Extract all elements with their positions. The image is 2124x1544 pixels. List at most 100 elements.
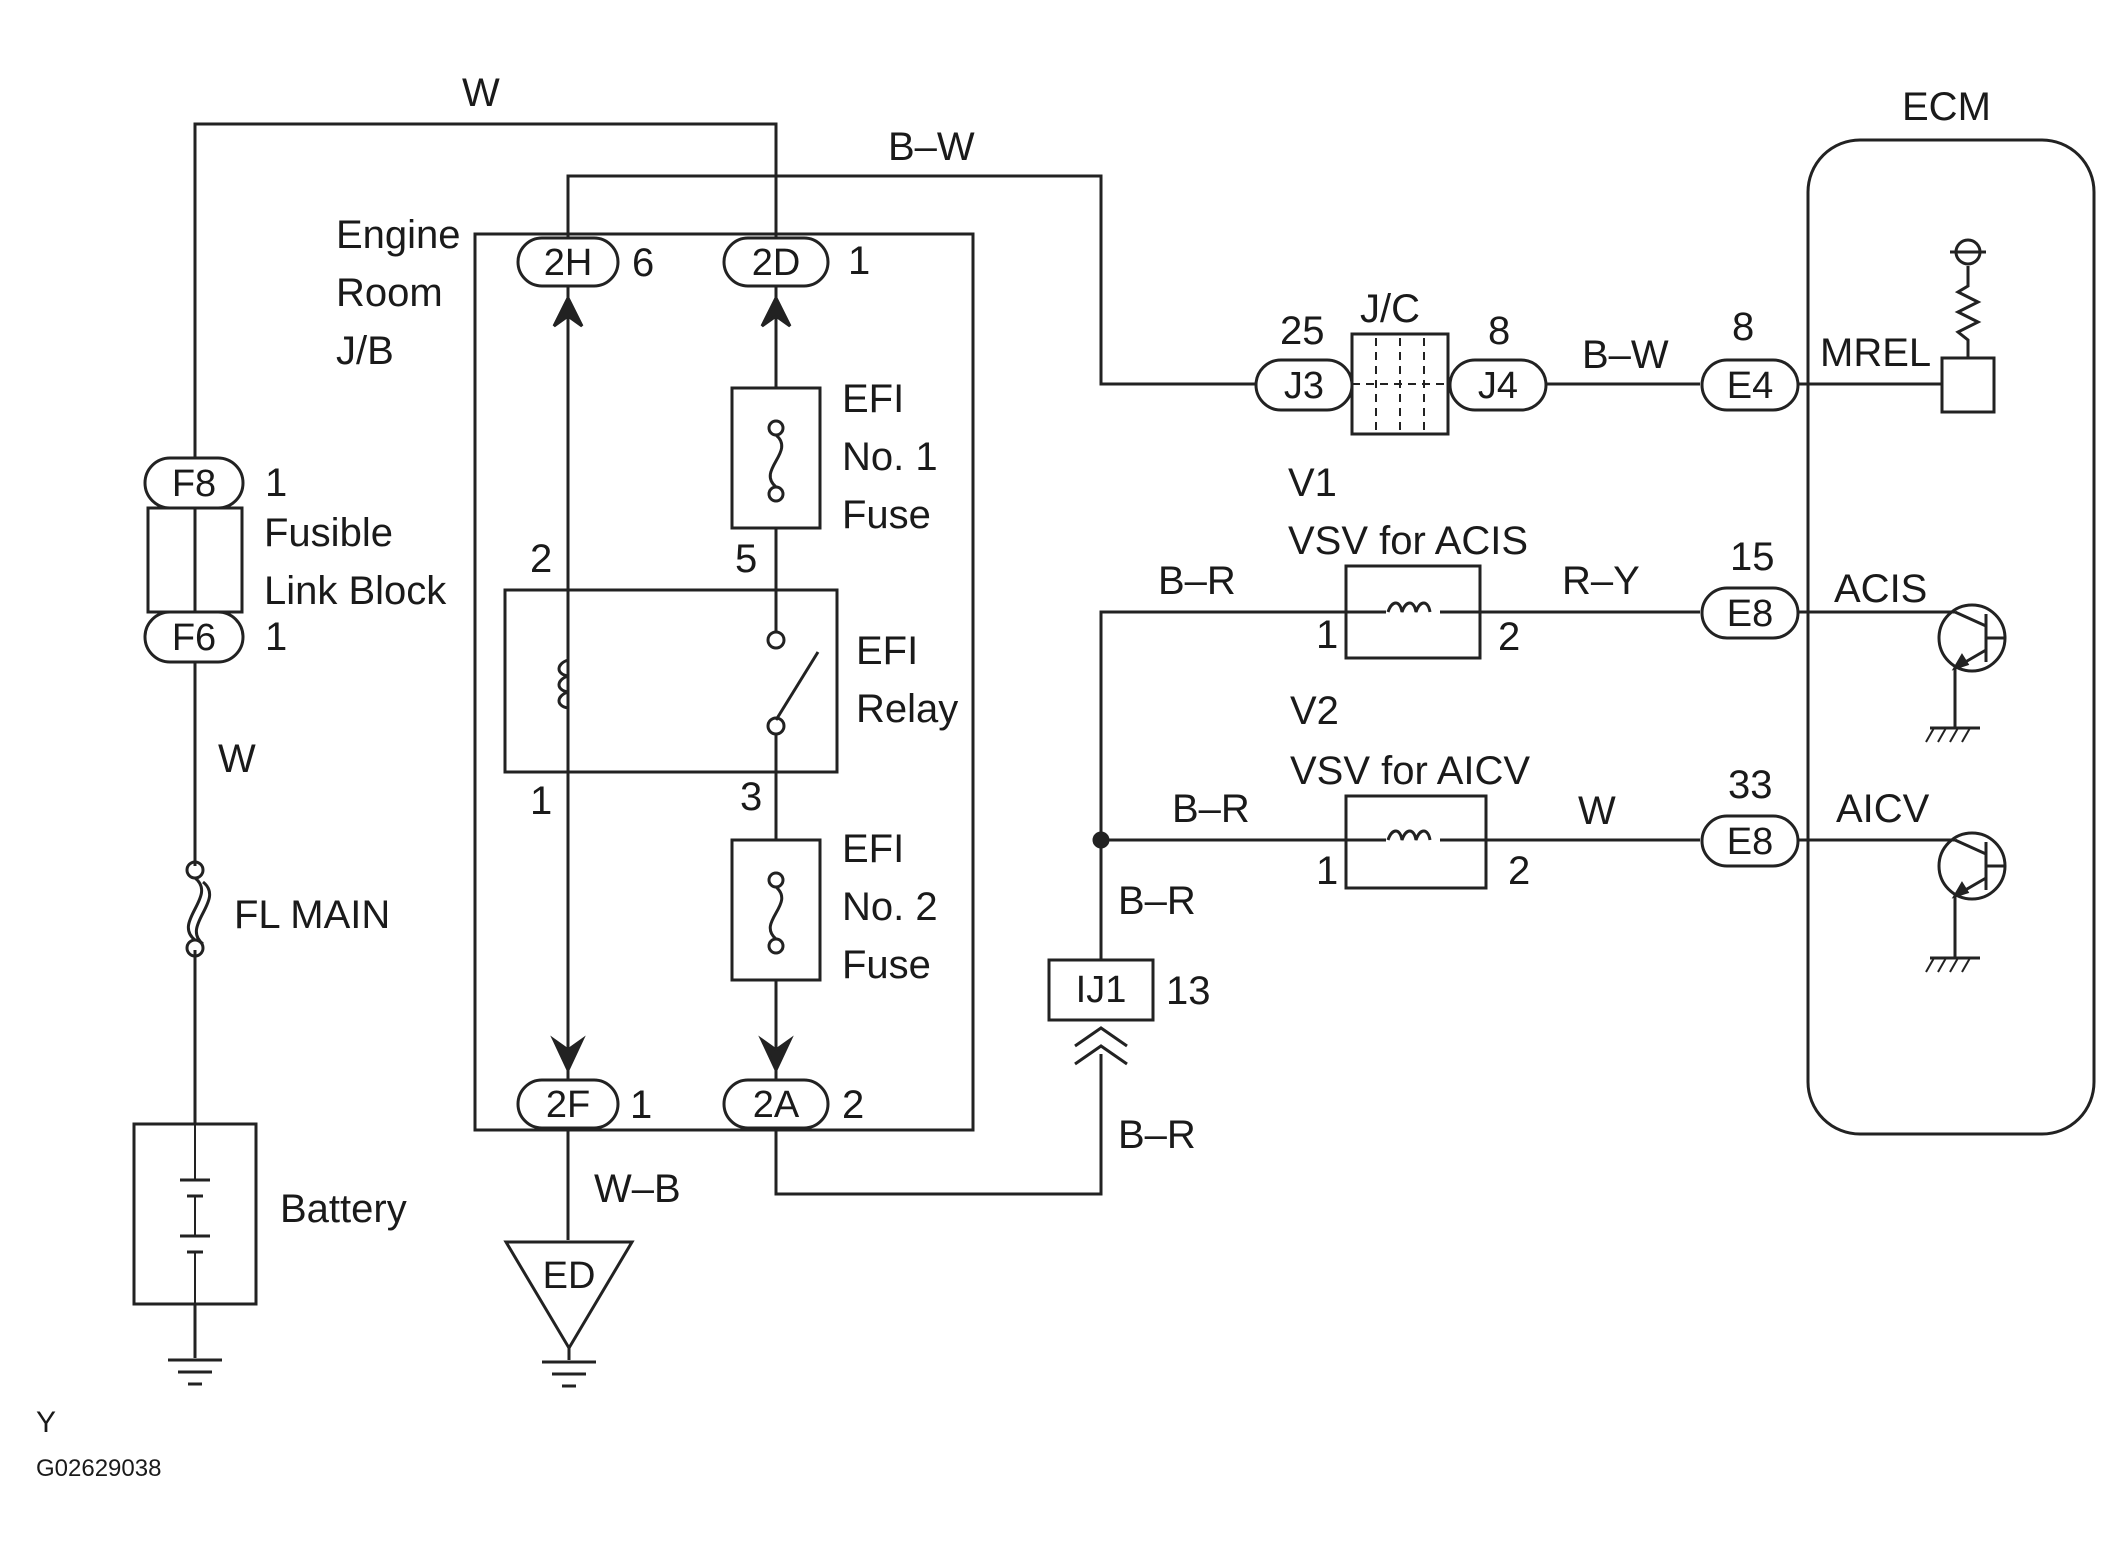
connector-2d [722,236,830,288]
connector-f6 [143,610,245,664]
wire-w-top [193,122,778,458]
mrel-box [1940,356,1996,414]
efi-no1-label-2: No. 1 [842,435,938,479]
connector-2d-name: 2D [752,242,801,284]
v1-pin-1: 1 [1316,613,1338,657]
connector-ij1-pin: 13 [1166,969,1211,1013]
fl-main-link [186,876,212,946]
connector-j4 [1448,358,1548,412]
connectors: F8 1 F6 1 2H 6 2D 1 2F 1 2A 2 J3 25 J/C [143,236,1800,1130]
wire-label-br-v1: B–R [1158,559,1236,603]
ij1-chevron-2 [1074,1044,1128,1066]
connector-e8-acis [1700,586,1800,640]
v1-desc: VSV for ACIS [1288,519,1528,563]
connector-e8-acis-name: E8 [1727,593,1773,635]
connector-2h-name: 2H [544,242,593,284]
wire-br-v1 [1099,610,1345,840]
v2-desc: VSV for AICV [1290,749,1530,793]
relay-pin-2: 2 [530,537,552,581]
connector-2h [516,236,620,288]
wire-label-w-left: W [218,737,256,781]
acis-transistor-icon [1925,603,2007,743]
connector-f6-name: F6 [172,617,216,659]
connector-j3-name: J3 [1284,365,1324,407]
efi-no2-label-3: Fuse [842,943,931,987]
v2-pin-1: 1 [1316,849,1338,893]
efi-relay-contact-bottom [766,716,786,736]
fusible-label-1: Fusible [264,511,393,555]
efi-relay-contact-top [766,630,786,650]
connector-j4-pin: 8 [1488,309,1510,353]
connector-f8 [143,456,245,510]
connector-2a-name: 2A [753,1084,800,1126]
vsv-aicv-coil-icon [1386,829,1432,841]
aicv-transistor-icon [1925,831,2007,973]
efi-no2-fuse-element [768,885,784,941]
arrow-up-2h [552,294,584,328]
connector-2a [722,1078,830,1130]
efi-no1-fuse-element [768,433,784,489]
wire-color-labels: W B–W W W–B B–W B–R R–Y B–R W B–R B–R [218,71,1669,1211]
efi-relay-coil [557,658,569,710]
aicv-label: AICV [1836,787,1930,831]
corner-letter: Y [36,1406,56,1439]
efi-no2-fuse-terminal-top [767,871,785,889]
arrow-up-2d [760,294,792,328]
vsv-components: V1 VSV for ACIS 1 2 V2 VSV for AICV 1 2 [1288,461,1530,893]
wire-label-bw-top: B–W [888,125,975,169]
jc-label: J/C [1360,287,1420,331]
connector-2f [516,1078,620,1130]
wire-label-br-vertical: B–R [1118,879,1196,923]
efi-no2-fuse-terminal-bottom [767,937,785,955]
connector-2f-pin: 1 [630,1083,652,1127]
wires [193,122,1955,1358]
connector-e4 [1700,358,1800,412]
relay-pin-3: 3 [740,775,762,819]
jb-box [473,232,975,1132]
ed-ground-icon [542,1360,596,1388]
connector-e4-pin: 8 [1732,305,1754,349]
jb-label-1: Engine [336,213,461,257]
acis-label: ACIS [1834,567,1927,611]
connector-ij1 [1047,958,1155,1022]
connector-2f-name: 2F [546,1084,590,1126]
wire-label-w-v2: W [1578,789,1616,833]
wire-label-br-v2: B–R [1172,787,1250,831]
connector-e8-aicv-name: E8 [1727,821,1773,863]
v2-pin-2: 2 [1508,849,1530,893]
ecm-box [1806,138,2096,1136]
connector-j4-name: J4 [1478,365,1518,407]
connector-2d-pin: 1 [848,239,870,283]
ecm: ECM MREL ACIS AICV [1806,85,2096,1136]
efi-no1-fuse-box [730,386,822,530]
connector-e8-aicv-pin: 33 [1728,763,1773,807]
battery-label: Battery [280,1187,407,1231]
mrel-label: MREL [1820,331,1931,375]
efi-relay-label-1: EFI [856,629,918,673]
figure-code: G02629038 [36,1455,161,1482]
wire-label-br-bottom: B–R [1118,1113,1196,1157]
connector-f8-name: F8 [172,463,216,505]
wire-label-wb: W–B [594,1167,681,1211]
efi-no1-fuse-terminal-bottom [767,485,785,503]
junction-dot [1092,831,1110,849]
wire-label-w-top: W [462,71,500,115]
connector-j3-pin: 25 [1280,309,1325,353]
jb-label-2: Room [336,271,443,315]
efi-no2-label-2: No. 2 [842,885,938,929]
efi-no2-fuse-box [730,838,822,982]
v1-label: V1 [1288,461,1337,505]
efi-no2-label-1: EFI [842,827,904,871]
relay-pin-5: 5 [735,537,757,581]
efi-relay-box [503,588,839,774]
vsv-aicv-box [1344,794,1488,890]
ed-triangle [503,1240,635,1351]
arrow-down-2a [758,1035,794,1074]
connector-e8-acis-pin: 15 [1730,535,1775,579]
fl-main-label: FL MAIN [234,893,390,937]
relay-pin-1: 1 [530,779,552,823]
jb-label-3: J/B [336,329,394,373]
fusible-label-2: Link Block [264,569,447,613]
ij1-chevron-1 [1074,1026,1128,1048]
